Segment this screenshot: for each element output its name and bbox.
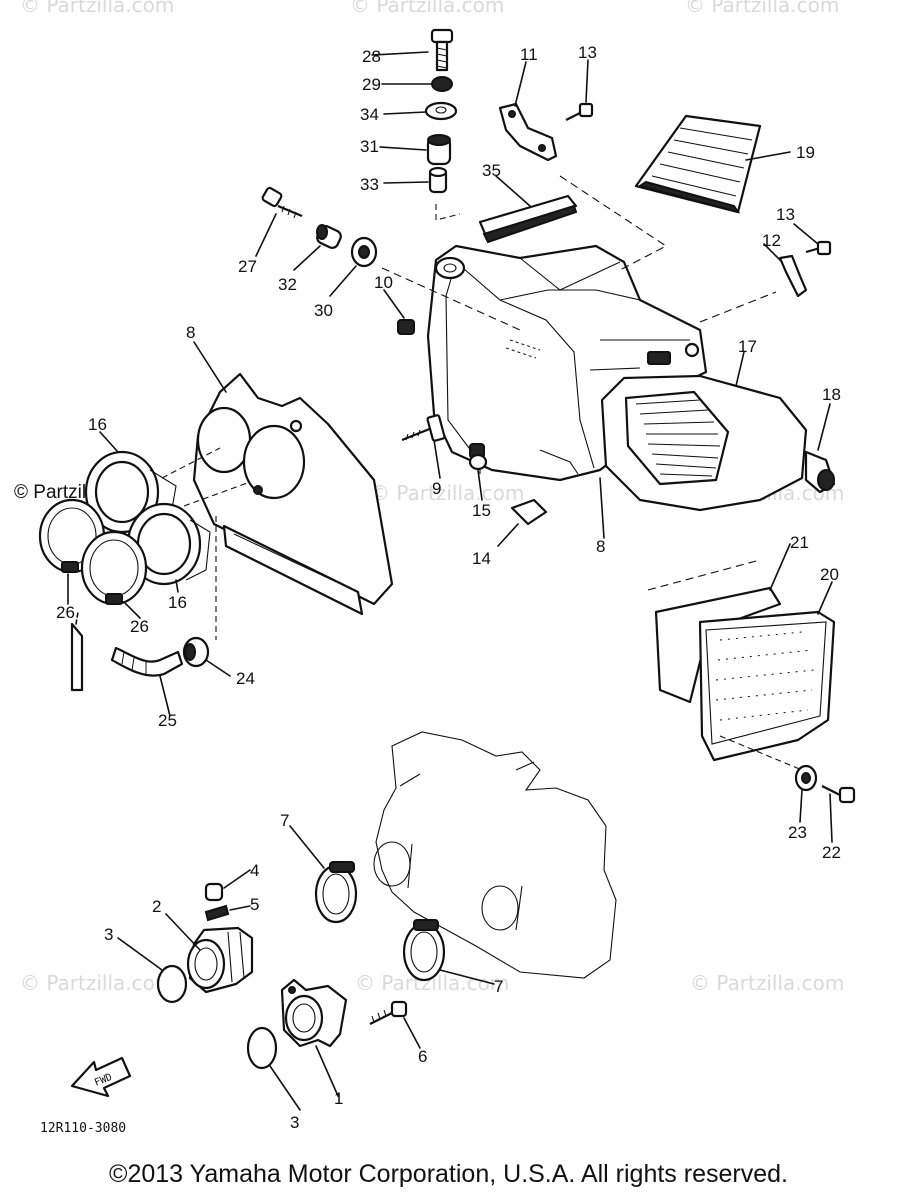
callout: 6 xyxy=(418,1047,427,1066)
o-ring-3 xyxy=(156,964,188,1004)
callout: 33 xyxy=(360,175,379,194)
callout: 26 xyxy=(130,617,149,636)
watermark: © Partzilla.com xyxy=(20,971,174,995)
callout-labels: 28 29 34 31 33 11 13 35 19 13 12 27 32 3… xyxy=(56,43,841,1132)
diagram-code: 12R110-3080 xyxy=(40,1121,126,1136)
callout: 14 xyxy=(472,549,491,568)
clip-10 xyxy=(397,319,415,335)
copyright-notice: ©2013 Yamaha Motor Corporation, U.S.A. A… xyxy=(109,1160,788,1188)
callout: 2 xyxy=(152,897,161,916)
grommet-14 xyxy=(510,498,548,526)
callout: 7 xyxy=(280,811,289,830)
callout: 8 xyxy=(596,537,605,556)
callout: 3 xyxy=(104,925,113,944)
bolt-27 xyxy=(261,186,303,219)
case-cap-17 xyxy=(600,374,808,512)
callout: 22 xyxy=(822,843,841,862)
callout: 8 xyxy=(186,323,195,342)
callout: 34 xyxy=(360,105,379,124)
callout: 17 xyxy=(738,337,757,356)
callout: 9 xyxy=(432,479,441,498)
callout: 1 xyxy=(334,1089,343,1108)
filter-element-20 xyxy=(698,610,836,762)
callout: 7 xyxy=(494,977,503,996)
callout: 19 xyxy=(796,143,815,162)
bracket-11 xyxy=(498,102,558,162)
watermark: © Partzilla.com xyxy=(370,481,524,505)
callout: 18 xyxy=(822,385,841,404)
o-ring-3 xyxy=(246,1026,278,1070)
bracket-12 xyxy=(778,254,808,298)
collar-33 xyxy=(428,166,448,194)
nut-15 xyxy=(468,443,488,471)
callout: 21 xyxy=(790,533,809,552)
callout: 13 xyxy=(578,43,597,62)
callout: 10 xyxy=(374,273,393,292)
grommet-30 xyxy=(350,236,378,268)
callout: 4 xyxy=(250,861,259,880)
callout: 12 xyxy=(762,231,781,250)
callout: 16 xyxy=(88,415,107,434)
bolt-28 xyxy=(430,28,454,72)
grommet-31 xyxy=(426,134,452,166)
clamp-7 xyxy=(314,861,358,924)
callout: 20 xyxy=(820,565,839,584)
clamp-26 xyxy=(80,530,148,606)
watermark: © Partzilla.com xyxy=(685,0,839,17)
callout: 31 xyxy=(360,137,379,156)
callout: 35 xyxy=(482,161,501,180)
callout: 29 xyxy=(362,75,381,94)
bolt-13 xyxy=(805,240,832,256)
air-filter-case-half xyxy=(192,372,394,616)
cap-4 xyxy=(204,882,224,902)
watermark: © Partzilla.com xyxy=(690,971,844,995)
callout: 15 xyxy=(472,501,491,520)
collar-32 xyxy=(316,224,342,249)
callout: 28 xyxy=(362,47,381,66)
watermark: © Partzilla.com xyxy=(350,0,504,17)
watermark: © Partzilla.com xyxy=(20,0,174,17)
forward-arrow-icon: FWD xyxy=(70,1056,132,1098)
callout: 11 xyxy=(520,45,538,64)
callout: 3 xyxy=(290,1113,299,1132)
air-filter-case xyxy=(426,244,708,482)
callout: 25 xyxy=(158,711,177,730)
washer-29 xyxy=(431,76,453,92)
engine-outline xyxy=(373,731,617,979)
clip-5 xyxy=(204,904,230,922)
callout: 30 xyxy=(314,301,333,320)
carb-joint-2 xyxy=(186,926,254,994)
intake-manifold-1 xyxy=(280,978,348,1048)
seal-35 xyxy=(478,194,578,244)
drain-hose-25 xyxy=(70,611,184,692)
carb-joint-16 xyxy=(84,450,177,534)
bolt-6 xyxy=(369,1000,408,1025)
screw-9 xyxy=(401,414,446,442)
bolt-22 xyxy=(821,785,856,804)
callout: 5 xyxy=(250,895,259,914)
plug-24 xyxy=(182,636,210,668)
intake-duct-19 xyxy=(634,114,762,214)
callout: 32 xyxy=(278,275,297,294)
callout: 27 xyxy=(238,257,257,276)
callout: 16 xyxy=(168,593,187,612)
bolt-13 xyxy=(565,102,594,121)
callout: 23 xyxy=(788,823,807,842)
callout: 24 xyxy=(236,669,255,688)
callout: 26 xyxy=(56,603,75,622)
clamp-7 xyxy=(402,919,446,982)
washer-34 xyxy=(424,101,458,121)
plug-18 xyxy=(804,450,836,494)
callout: 13 xyxy=(776,205,795,224)
